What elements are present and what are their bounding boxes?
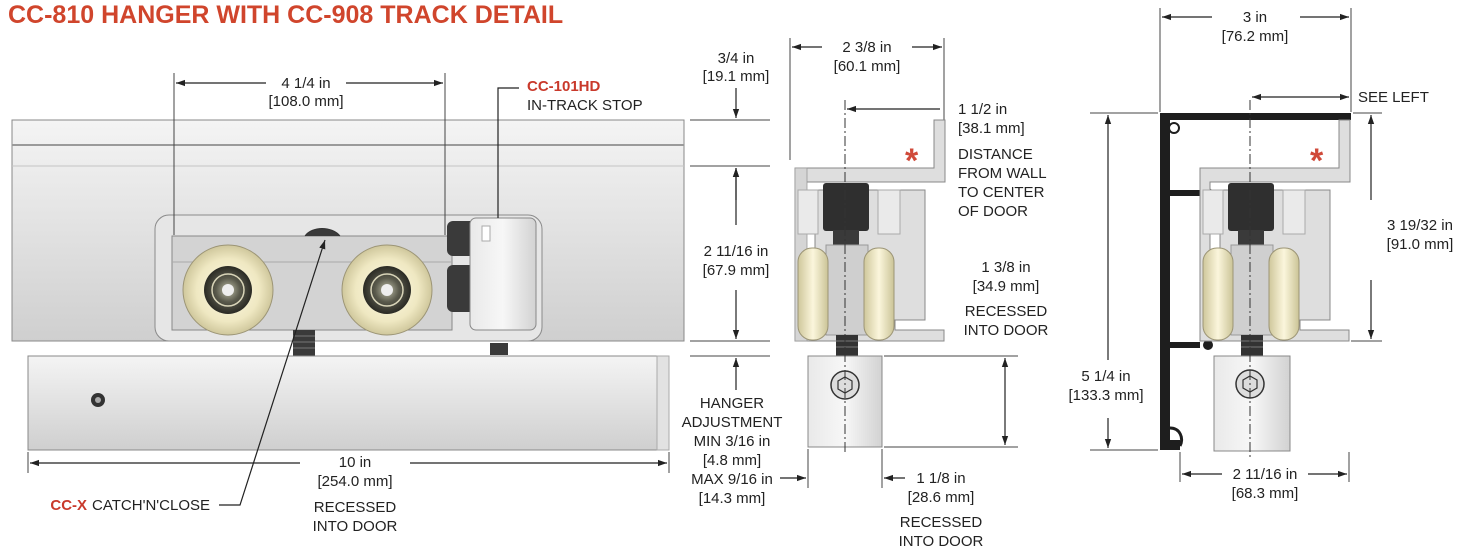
wall-distance-label: 1 1/2 in <box>958 101 1007 118</box>
svg-text:[133.3 mm]: [133.3 mm] <box>1068 387 1143 404</box>
svg-text:[34.9 mm]: [34.9 mm] <box>973 278 1040 295</box>
svg-text:MIN 3/16 in: MIN 3/16 in <box>694 433 771 450</box>
track-section-view: 3 in [76.2 mm] * SEE LEFT 3 19 <box>1068 8 1453 502</box>
svg-text:[67.9 mm]: [67.9 mm] <box>703 262 770 279</box>
total-height-label: 5 1/4 in <box>1081 368 1130 385</box>
track-width-label: 3 in <box>1243 9 1267 26</box>
svg-text:[28.6 mm]: [28.6 mm] <box>908 489 975 506</box>
adjustment-label: HANGER <box>700 395 764 412</box>
diagram-title: CC-810 HANGER WITH CC-908 TRACK DETAIL <box>8 1 564 29</box>
svg-text:INTO DOOR: INTO DOOR <box>313 518 398 535</box>
wheel-right <box>863 247 895 341</box>
track-inner-height-label: 3 19/32 in <box>1387 217 1453 234</box>
svg-text:[14.3 mm]: [14.3 mm] <box>699 490 766 507</box>
roller-spacing-label: 4 1/4 in <box>281 75 330 92</box>
svg-text:RECESSED: RECESSED <box>900 514 983 531</box>
svg-text:INTO DOOR: INTO DOOR <box>899 533 984 550</box>
svg-text:OF DOOR: OF DOOR <box>958 203 1028 220</box>
door-panel <box>27 355 670 451</box>
svg-text:[38.1 mm]: [38.1 mm] <box>958 120 1025 137</box>
block-width-label: 1 1/8 in <box>916 470 965 487</box>
svg-text:INTO DOOR: INTO DOOR <box>964 322 1049 339</box>
svg-text:[4.8 mm]: [4.8 mm] <box>703 452 761 469</box>
stop-code-label: CC-101HD <box>527 78 601 95</box>
svg-text:MAX 9/16 in: MAX 9/16 in <box>691 471 773 488</box>
svg-text:DISTANCE: DISTANCE <box>958 146 1033 163</box>
track-bottom-width-label: 2 11/16 in <box>1233 466 1298 483</box>
stop-name-label: IN-TRACK STOP <box>527 97 643 114</box>
svg-text:FROM WALL: FROM WALL <box>958 165 1047 182</box>
svg-text:RECESSED: RECESSED <box>965 303 1048 320</box>
svg-text:[19.1 mm]: [19.1 mm] <box>703 68 770 85</box>
hanger-block <box>823 183 869 231</box>
svg-text:[76.2 mm]: [76.2 mm] <box>1222 28 1289 45</box>
svg-text:[60.1 mm]: [60.1 mm] <box>834 58 901 75</box>
see-left-label: SEE LEFT <box>1358 89 1429 106</box>
roller-left <box>182 244 274 336</box>
track-height-label: 2 11/16 in <box>704 243 769 260</box>
svg-text:[91.0 mm]: [91.0 mm] <box>1387 236 1454 253</box>
in-track-stop <box>447 217 537 331</box>
svg-text:[108.0 mm]: [108.0 mm] <box>268 93 343 110</box>
door-length-label: 10 in <box>339 454 372 471</box>
hanger-recess-label: 1 3/8 in <box>981 259 1030 276</box>
wheel-left <box>797 247 829 341</box>
top-gap-label: 3/4 in <box>718 50 755 67</box>
svg-text:[254.0 mm]: [254.0 mm] <box>317 473 392 490</box>
svg-text:RECESSED: RECESSED <box>314 499 397 516</box>
asterisk-middle: * <box>905 142 919 180</box>
roller-right <box>341 244 433 336</box>
hanger-section-view: 3/4 in [19.1 mm] 2 11/16 in [67.9 mm] HA… <box>682 38 1049 550</box>
svg-text:TO CENTER: TO CENTER <box>958 184 1045 201</box>
svg-text:[68.3 mm]: [68.3 mm] <box>1232 485 1299 502</box>
hanger-width-label: 2 3/8 in <box>842 39 891 56</box>
svg-text:ADJUSTMENT: ADJUSTMENT <box>682 414 783 431</box>
side-view: 4 1/4 in [108.0 mm] CC-101HD IN-TRACK ST… <box>11 73 685 535</box>
asterisk-right: * <box>1310 142 1324 180</box>
hanger-bolt <box>293 330 315 356</box>
